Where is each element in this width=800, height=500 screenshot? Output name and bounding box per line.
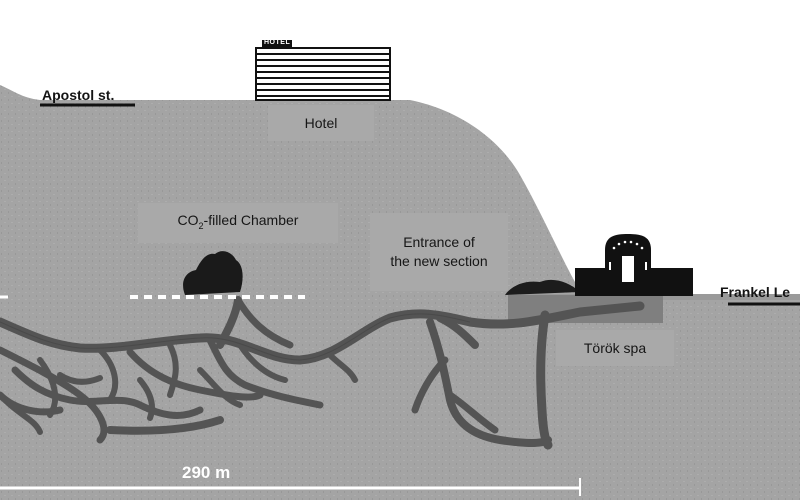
chamber-label: CO2-filled Chamber — [138, 203, 338, 243]
chamber-subscript: 2 — [198, 220, 204, 231]
chamber-suffix-text: -filled Chamber — [203, 211, 299, 228]
dome-building-icon — [575, 234, 693, 296]
chamber-co-text: CO — [177, 211, 199, 228]
entrance-rock-blob — [505, 279, 580, 295]
torok-spa-label: Török spa — [556, 330, 674, 366]
building-icon — [255, 40, 391, 101]
entrance-label-line1: Entrance of — [403, 234, 475, 250]
chamber-label-text: CO2-filled Chamber — [178, 211, 299, 236]
frankel-street-label: Frankel Le — [720, 284, 791, 300]
hotel-sign-label: HOTEL — [264, 39, 291, 46]
entrance-label: Entrance of the new section — [370, 213, 508, 291]
entrance-label-line2: the new section — [390, 253, 488, 269]
apostol-street-label: Apostol st. — [42, 87, 115, 103]
hotel-label: Hotel — [268, 105, 374, 141]
chamber-blob-icon — [183, 251, 243, 295]
torok-spa-label-text: Török spa — [583, 339, 647, 356]
hill-rock-mass — [0, 85, 800, 500]
cave-passage-outline — [0, 313, 471, 361]
scale-label: 290 m — [182, 463, 231, 482]
hotel-label-text: Hotel — [304, 114, 338, 131]
